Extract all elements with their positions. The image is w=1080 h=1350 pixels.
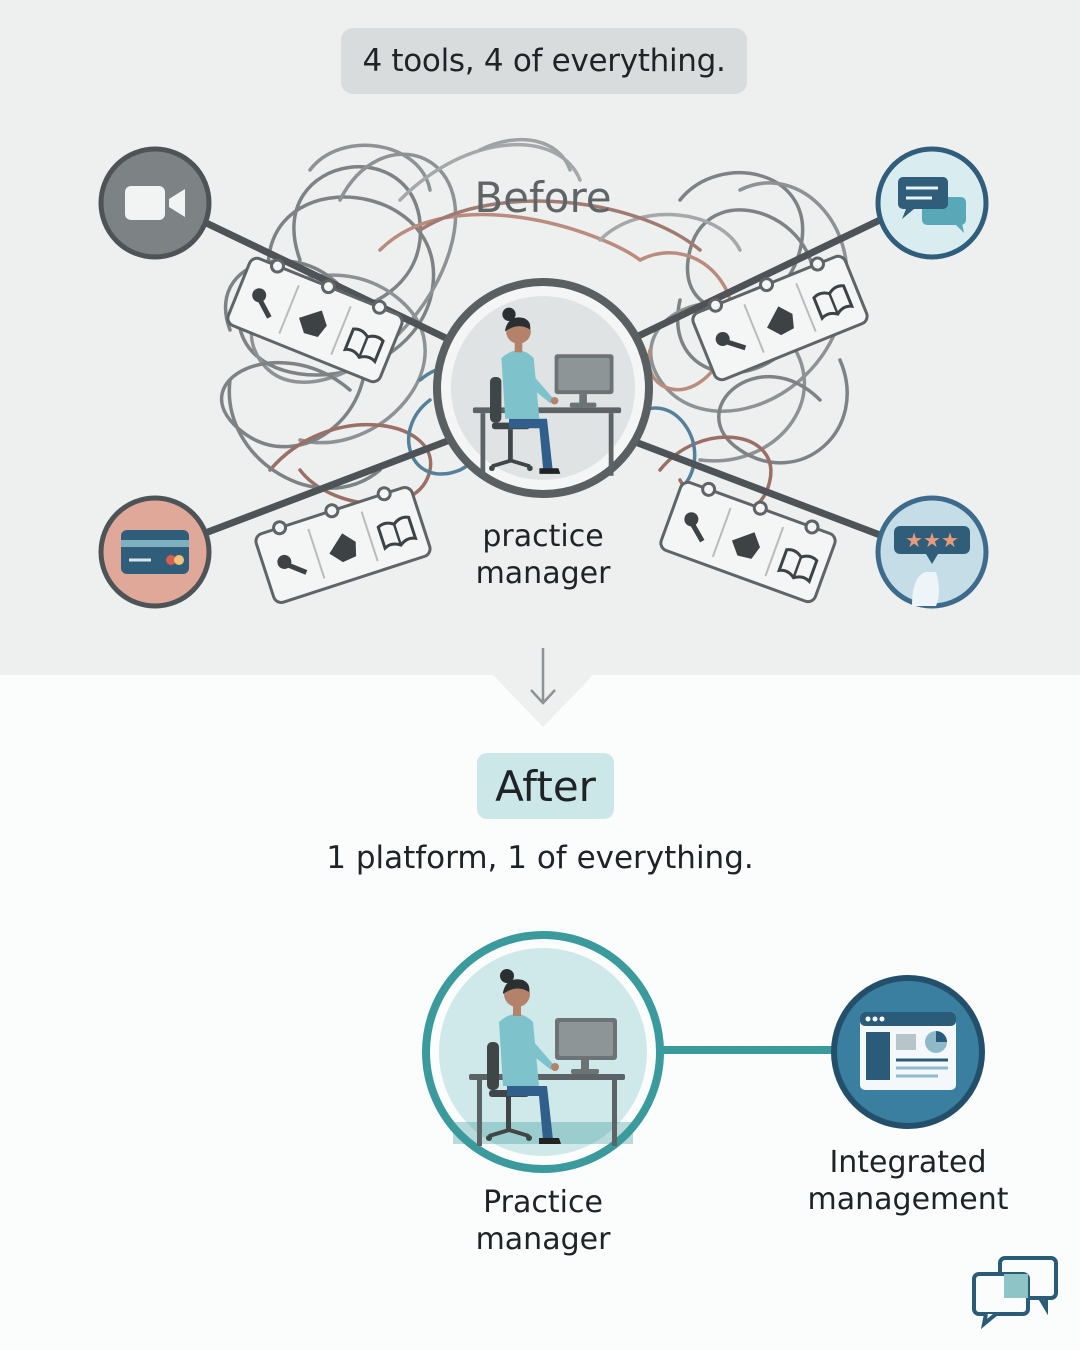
- credit-card-icon: [98, 495, 212, 609]
- down-arrow-icon: [530, 648, 556, 705]
- after-caption: 1 platform, 1 of everything.: [326, 840, 754, 876]
- chat-bubbles-icon: [875, 146, 989, 260]
- before-center-label-line2: manager: [475, 556, 611, 591]
- tag-bottom-right: [657, 472, 841, 606]
- after-center-label-line1: Practice: [483, 1185, 603, 1220]
- platform-label: Integrated management: [790, 1144, 1026, 1218]
- before-center-label: practice manager: [430, 518, 656, 592]
- after-center-label: Practice manager: [420, 1184, 666, 1258]
- after-heading-pill: After: [477, 753, 614, 819]
- after-center-label-line2: manager: [475, 1222, 611, 1257]
- review-stars-icon: ★★★: [875, 495, 989, 609]
- platform-label-line1: Integrated: [829, 1145, 987, 1180]
- video-call-icon: [98, 146, 212, 260]
- after-heading: After: [495, 761, 596, 811]
- chat-logo-icon: [972, 1256, 1058, 1330]
- platform-label-line2: management: [807, 1182, 1009, 1217]
- before-caption: 4 tools, 4 of everything.: [362, 43, 726, 79]
- before-caption-pill: 4 tools, 4 of everything.: [341, 28, 747, 94]
- before-heading: Before: [474, 173, 611, 222]
- svg-text:★★★: ★★★: [905, 528, 959, 552]
- integrated-platform-icon: [831, 975, 985, 1129]
- before-center-label-line1: practice: [482, 519, 604, 554]
- before-practice-manager-avatar: [433, 278, 653, 498]
- after-practice-manager-avatar: [422, 931, 664, 1173]
